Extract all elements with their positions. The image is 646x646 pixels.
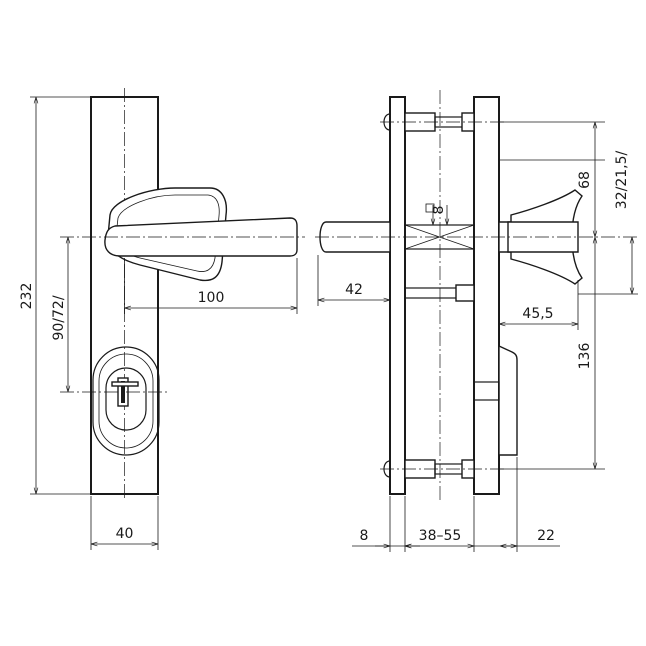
key-slot-cross <box>111 381 139 387</box>
cylinder-body <box>498 344 518 456</box>
cylinder-cap <box>473 381 500 401</box>
spindle-cross-b <box>404 224 475 250</box>
square-symbol-icon <box>425 203 435 213</box>
front-escutcheon <box>92 346 160 456</box>
escutcheon-ring <box>105 367 147 431</box>
dim-8-square-text: 8 <box>431 206 447 215</box>
side-plate-left <box>389 96 406 495</box>
dim-100-text: 100 <box>198 290 225 306</box>
front-handle <box>104 187 298 282</box>
dim-42-text: 42 <box>345 282 363 298</box>
front-view: 232 90/72/ 100 40 <box>19 88 305 550</box>
side-plate-right <box>473 96 500 495</box>
dim-8-plate-text: 8 <box>360 528 369 544</box>
side-view: 8 42 68 32/21,5/ 45,5 136 8 3 <box>315 90 640 552</box>
escutcheon-inner <box>98 353 154 449</box>
dim-22-text: 22 <box>537 528 555 544</box>
dim-40-text: 40 <box>116 526 134 542</box>
dim-68-text: 68 <box>577 171 593 189</box>
middle-screw <box>404 284 475 302</box>
dim-45-text: 45,5 <box>522 306 553 322</box>
dim-32-text: 32/21,5/ <box>614 151 630 210</box>
dim-136-text: 136 <box>577 343 593 370</box>
escutcheon-outer <box>92 346 160 456</box>
dim-38-text: 38–55 <box>419 528 462 544</box>
dim-232-text: 232 <box>19 283 35 310</box>
dim-90-text: 90/72/ <box>51 295 67 340</box>
